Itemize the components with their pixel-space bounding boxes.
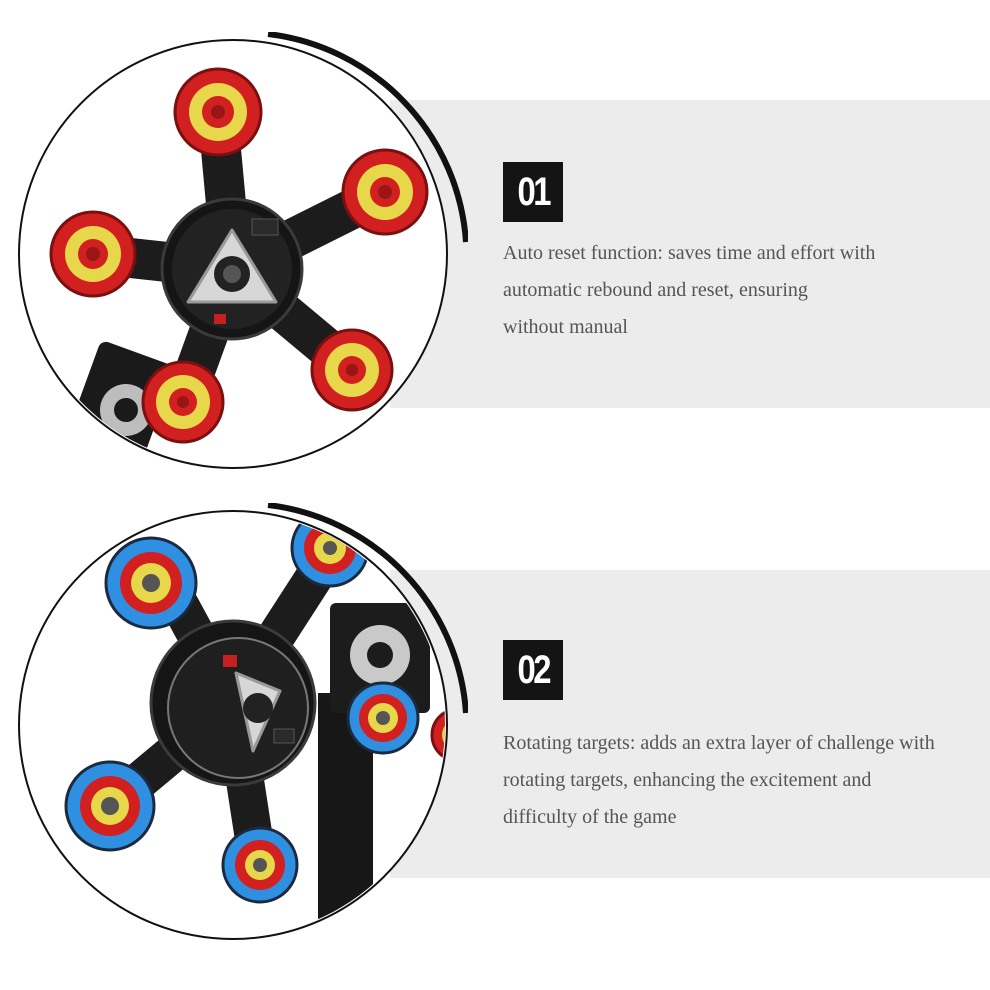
feature-1-line-2: automatic rebound and reset, ensuring: [503, 279, 808, 301]
feature-section-1: 01 Auto reset function: saves time and e…: [18, 32, 990, 477]
feature-section-2: 02 Rotating targets: adds an extra layer…: [0, 495, 990, 990]
feature-number-2: 02: [517, 647, 551, 692]
feature-band-2: [390, 570, 990, 878]
feature-1-line-1: Auto reset function: saves time and effo…: [503, 242, 876, 264]
feature-2-line-2: rotating targets, enhancing the exciteme…: [503, 769, 872, 791]
feature-1-line-3: without manual: [503, 316, 628, 338]
feature-band-1: [390, 100, 990, 408]
feature-number-1: 01: [517, 169, 551, 214]
feature-description-2: Rotating targets: adds an extra layer of…: [503, 725, 973, 836]
feature-2-line-3: difficulty of the game: [503, 806, 677, 828]
blue-target-spinner-image: [18, 503, 468, 940]
feature-photo-1: [18, 32, 468, 477]
red-target-spinner-image: [18, 32, 468, 469]
feature-2-line-1: Rotating targets: adds an extra layer of…: [503, 732, 935, 754]
feature-number-badge-2: 02: [503, 640, 563, 700]
feature-photo-2: [18, 503, 468, 948]
feature-number-badge-1: 01: [503, 162, 563, 222]
feature-description-1: Auto reset function: saves time and effo…: [503, 235, 973, 346]
